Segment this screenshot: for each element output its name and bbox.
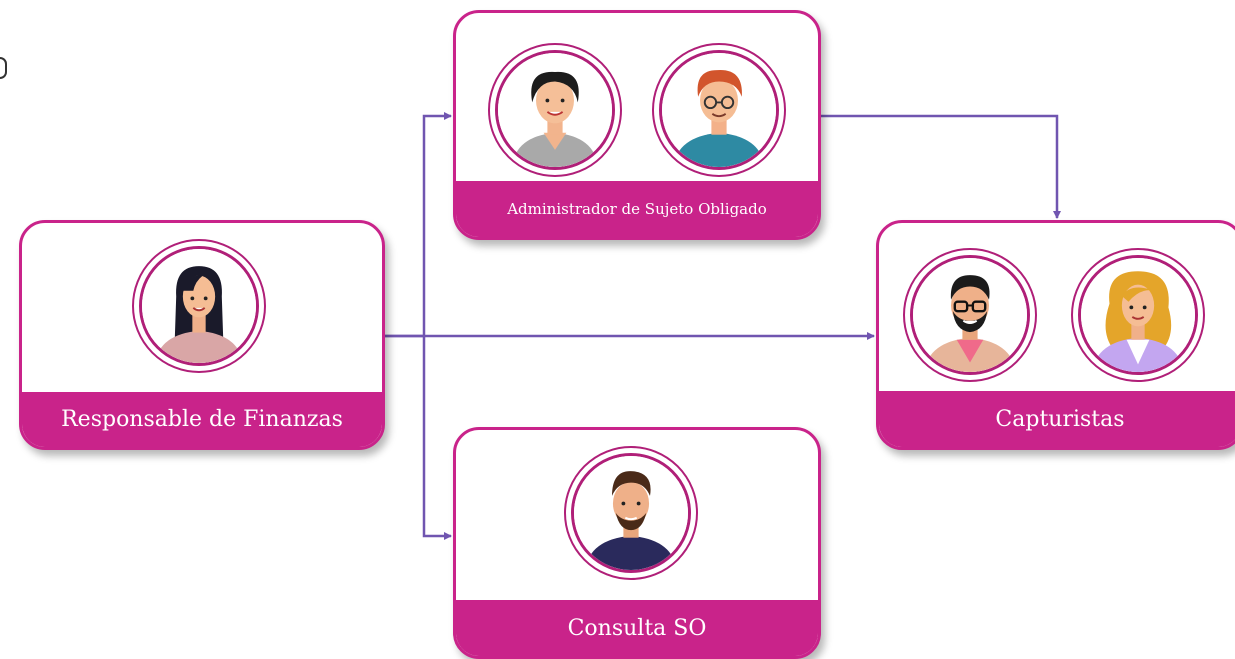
avatar-man-red-hair: [652, 43, 786, 177]
avatar-man-beard: [564, 446, 698, 580]
woman-short-hair-gray-top-icon: [498, 53, 612, 167]
avatar-man-beard-glasses: [903, 248, 1037, 382]
node-label: Capturistas: [995, 406, 1125, 432]
connector-finanzas-to-consulta: [422, 336, 452, 540]
connector-finanzas-to-admin: [385, 112, 452, 338]
woman-long-dark-hair-pink-top-icon: [142, 249, 256, 363]
node-label-bar: Administrador de Sujeto Obligado: [456, 181, 818, 237]
woman-blonde-curly-hair-lilac-jacket-icon: [1081, 258, 1195, 372]
avatar-woman-short-hair: [488, 43, 622, 177]
avatar-woman-blonde-hair: [1071, 248, 1205, 382]
man-beard-navy-sweater-icon: [574, 456, 688, 570]
node-label: Consulta SO: [567, 615, 707, 641]
node-administrador-sujeto-obligado: Administrador de Sujeto Obligado: [453, 10, 821, 240]
node-responsable-finanzas: Responsable de Finanzas: [19, 220, 385, 450]
node-label-bar: Capturistas: [879, 391, 1235, 447]
node-label-bar: Responsable de Finanzas: [22, 392, 382, 447]
node-label: Administrador de Sujeto Obligado: [507, 200, 767, 218]
man-red-hair-glasses-teal-shirt-icon: [662, 53, 776, 167]
node-label: Responsable de Finanzas: [61, 407, 343, 432]
node-label-bar: Consulta SO: [456, 600, 818, 656]
node-capturistas: Capturistas: [876, 220, 1235, 450]
edge-fragment: [0, 57, 7, 79]
node-consulta-so: Consulta SO: [453, 427, 821, 659]
connector-admin-to-capturistas: [821, 114, 1061, 219]
man-beard-glasses-pink-shirt-icon: [913, 258, 1027, 372]
avatar-woman-long-hair: [132, 239, 266, 373]
